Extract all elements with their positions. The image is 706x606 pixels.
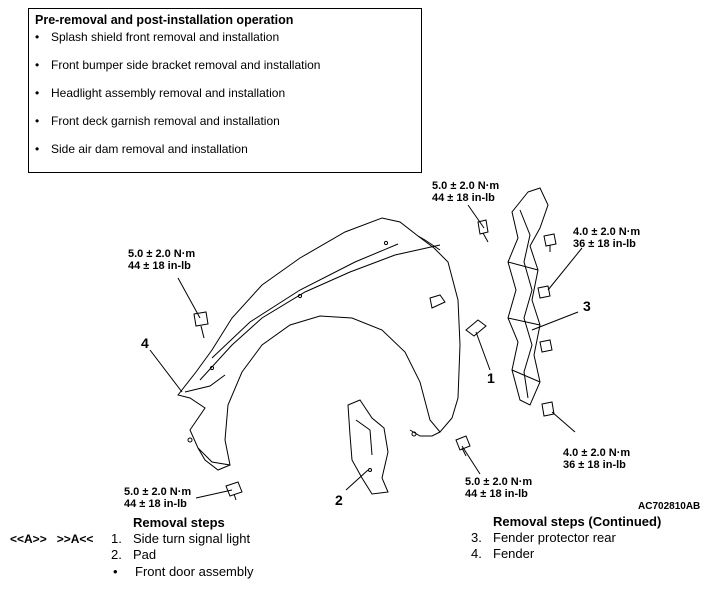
bolt-icon: [455, 435, 471, 457]
callout-2: 2: [335, 492, 343, 508]
bolt-icon: [543, 233, 557, 252]
pre-removal-item: •Headlight assembly removal and installa…: [35, 86, 286, 100]
bolt-icon: [539, 339, 553, 353]
removal-steps-title: Removal steps: [133, 515, 225, 530]
callout-1: 1: [487, 370, 495, 386]
fender-protector-rear: [507, 187, 549, 406]
leader-lines: [149, 204, 583, 499]
pad: [347, 399, 389, 495]
side-turn-signal-light: [465, 319, 487, 337]
removal-step: 3.Fender protector rear: [471, 530, 616, 545]
removal-steps-continued-title: Removal steps (Continued): [493, 514, 662, 529]
service-tags: <<A>> >>A<<: [10, 532, 94, 546]
pre-removal-item: •Front bumper side bracket removal and i…: [35, 58, 321, 72]
callout-4: 4: [141, 335, 149, 351]
bolt-icon: [537, 285, 551, 299]
pre-removal-box: Pre-removal and post-installation operat…: [28, 8, 422, 173]
pre-removal-title: Pre-removal and post-installation operat…: [35, 13, 294, 27]
removal-step: 1.Side turn signal light: [111, 531, 251, 546]
figure-code: AC702810AB: [638, 501, 701, 512]
pre-removal-item: •Splash shield front removal and install…: [35, 30, 280, 44]
removal-step: 2.Pad: [111, 547, 157, 562]
callout-3: 3: [583, 298, 591, 314]
bolt-icon: [225, 481, 243, 501]
removal-step: 4.Fender: [471, 546, 535, 561]
bolt-icon: [193, 311, 209, 339]
removal-step: •Front door assembly: [113, 564, 254, 579]
fender-outline: [177, 217, 461, 471]
bolt-icon: [477, 219, 489, 243]
pre-removal-item: •Side air dam removal and installation: [35, 142, 248, 156]
bolt-icon: [541, 401, 555, 417]
pre-removal-item: •Front deck garnish removal and installa…: [35, 114, 280, 128]
